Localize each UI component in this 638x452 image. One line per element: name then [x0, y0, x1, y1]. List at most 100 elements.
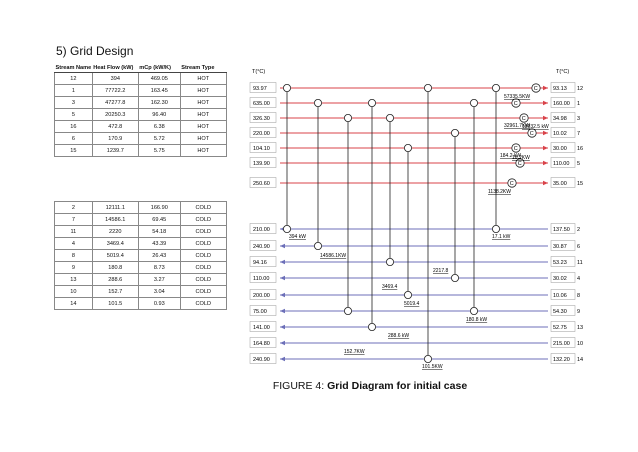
left-temp-box: [249, 97, 277, 108]
cooler-letter: C: [522, 116, 526, 122]
right-temp-box: [550, 127, 576, 138]
table-cell: COLD: [179, 297, 227, 310]
right-temp-box: [550, 272, 576, 283]
right-temp-box: [550, 142, 576, 153]
right-temp-box: [550, 353, 576, 364]
table-cell: HOT: [179, 144, 227, 157]
cooler-duty-label: 1138.2KW: [488, 189, 511, 195]
exchanger-duty-label: 3469.4: [382, 284, 398, 290]
left-temp-box: [249, 240, 277, 251]
right-stream-id: 4: [577, 276, 580, 282]
left-temp-value: 75.00: [253, 309, 267, 315]
cooler-icon: [531, 83, 541, 93]
exchanger-node-icon: [423, 84, 432, 93]
cooler-duty-label: 57335.5KW: [504, 94, 530, 100]
right-stream-id: 15: [577, 181, 583, 187]
left-temp-unit: T(°C): [252, 69, 265, 75]
cooler-letter: C: [534, 86, 538, 92]
right-temp-box: [550, 337, 576, 348]
stream-arrow-left-icon: [280, 356, 285, 362]
right-temp-value: 34.98: [553, 116, 567, 122]
left-temp-value: 93.97: [253, 86, 267, 92]
right-temp-box: [550, 305, 576, 316]
cooler-duty-label: 18032.5 kW: [522, 124, 549, 130]
right-temp-unit: T(°C): [556, 69, 569, 75]
cooler-icon: [527, 128, 537, 138]
right-temp-value: 10.06: [553, 293, 567, 299]
exchanger-node-icon: [385, 257, 394, 266]
cooler-letter: C: [514, 146, 518, 152]
exchanger-node-icon: [343, 114, 352, 123]
left-temp-value: 94.16: [253, 260, 267, 266]
stream-arrow-right-icon: [543, 180, 548, 186]
right-temp-value: 93.13: [553, 86, 567, 92]
left-temp-value: 240.90: [253, 357, 270, 363]
right-stream-id: 11: [577, 260, 583, 266]
table-cell: 0.93: [137, 297, 181, 310]
left-temp-box: [249, 142, 277, 153]
caption-prefix: FIGURE 4:: [272, 380, 328, 392]
stream-arrow-right-icon: [543, 85, 548, 91]
stream-arrow-left-icon: [280, 292, 285, 298]
exchanger-duty-label: 394 kW: [289, 234, 306, 240]
left-temp-value: 240.90: [253, 244, 270, 250]
right-temp-box: [550, 82, 576, 93]
right-temp-box: [550, 112, 576, 123]
stream-table: Stream Name Heat Flow (kW) mCp (kW/K) St…: [54, 64, 227, 310]
right-stream-id: 6: [577, 244, 580, 250]
stream-arrow-left-icon: [280, 275, 285, 281]
exchanger-duty-label: 14586.1KW: [320, 253, 346, 259]
left-temp-box: [249, 112, 277, 123]
exchanger-node-icon: [367, 322, 376, 331]
right-stream-id: 5: [577, 161, 580, 167]
stream-arrow-right-icon: [543, 100, 548, 106]
right-temp-value: 137.50: [553, 227, 570, 233]
left-temp-value: 250.60: [253, 181, 270, 187]
exchanger-node-icon: [282, 84, 291, 93]
right-stream-id: 8: [577, 293, 580, 299]
exchanger-duty-label: 2217.8: [433, 268, 449, 274]
exchanger-node-icon: [313, 241, 322, 250]
left-temp-box: [249, 177, 277, 188]
exchanger-duty-label: 17.1 kW: [492, 234, 511, 240]
table-cell: 15: [54, 144, 93, 157]
left-temp-box: [249, 223, 277, 234]
stream-arrow-left-icon: [280, 324, 285, 330]
right-temp-value: 110.00: [553, 161, 569, 167]
right-stream-id: 2: [577, 227, 580, 233]
left-temp-box: [249, 157, 277, 168]
left-temp-box: [249, 289, 277, 300]
right-temp-value: 30.02: [553, 276, 567, 282]
right-temp-box: [550, 321, 576, 332]
cooler-duty-label: 184.2 kW: [500, 153, 521, 159]
right-temp-box: [550, 223, 576, 234]
left-temp-value: 164.80: [253, 341, 270, 347]
exchanger-node-icon: [403, 143, 412, 152]
stream-arrow-left-icon: [280, 243, 285, 249]
left-temp-box: [249, 337, 277, 348]
exchanger-node-icon: [385, 114, 394, 123]
left-temp-box: [249, 127, 277, 138]
exchanger-node-icon: [491, 84, 500, 93]
left-temp-value: 210.00: [253, 227, 270, 233]
right-temp-value: 30.00: [553, 146, 567, 152]
left-temp-value: 635.00: [253, 101, 270, 107]
right-stream-id: 7: [577, 131, 580, 137]
exchanger-node-icon: [450, 128, 459, 137]
stream-arrow-right-icon: [543, 115, 548, 121]
exchanger-duty-label: 152.7KW: [344, 349, 365, 355]
cooler-duty-label: 32961.7KW: [504, 123, 530, 129]
right-temp-value: 160.00: [553, 101, 570, 107]
right-temp-value: 54.30: [553, 309, 567, 315]
right-stream-id: 1: [577, 101, 580, 107]
exchanger-node-icon: [313, 99, 322, 108]
exchanger-node-icon: [403, 290, 412, 299]
stream-arrow-left-icon: [280, 259, 285, 265]
